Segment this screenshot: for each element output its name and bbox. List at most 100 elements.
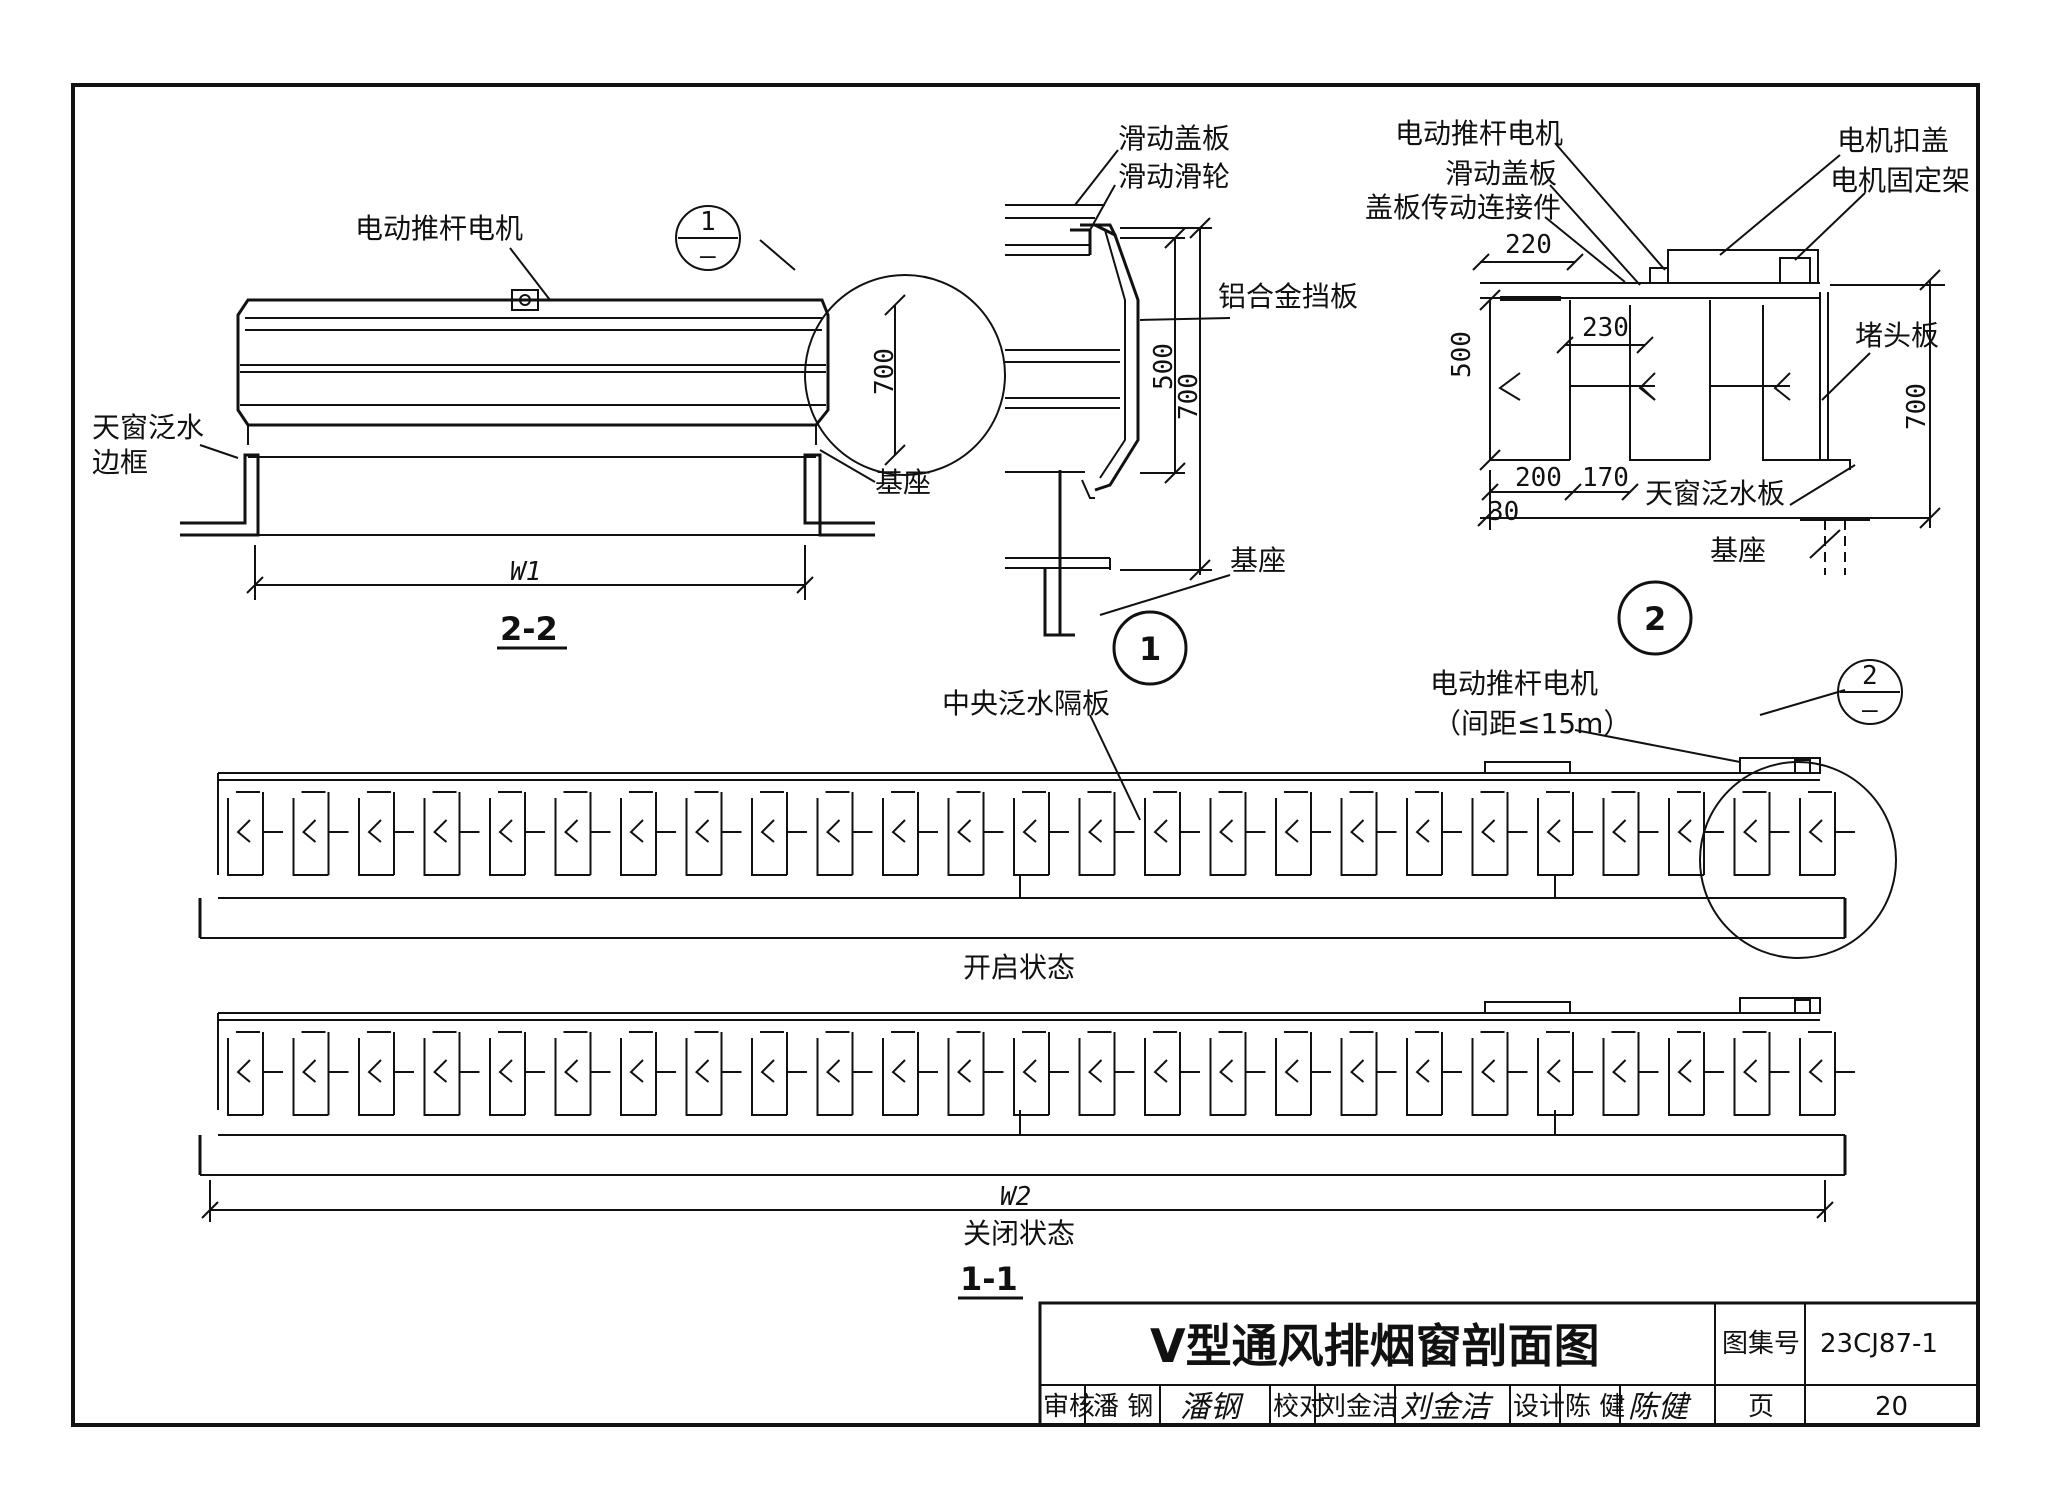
label-central-flashing: 中央泛水隔板 xyxy=(942,687,1110,720)
louver-blade xyxy=(1668,1031,1724,1116)
dim-170: 170 xyxy=(1582,463,1629,493)
label-motor-11: 电动推杆电机 xyxy=(1430,667,1598,700)
louver-blade xyxy=(816,1031,873,1116)
dim-500-1: 500 xyxy=(1149,343,1179,390)
designer-name: 陈 健 xyxy=(1565,1392,1625,1422)
callout-1-number: 1 xyxy=(700,207,716,237)
dim-200: 200 xyxy=(1515,463,1562,493)
louver-blade xyxy=(1799,1031,1855,1116)
louver-blade xyxy=(1733,1031,1790,1116)
dim-500-2: 500 xyxy=(1447,331,1477,378)
callout-2-number: 2 xyxy=(1862,661,1878,691)
page-number: 20 xyxy=(1875,1392,1908,1422)
label-base-1: 基座 xyxy=(1230,544,1286,577)
louver-blade xyxy=(1406,791,1462,876)
blade-row-open xyxy=(227,791,1855,876)
detail-2 xyxy=(1472,142,1945,575)
louver-blade xyxy=(1537,1031,1593,1116)
louver-blade xyxy=(751,791,807,876)
label-slide-pulley: 滑动滑轮 xyxy=(1118,160,1230,193)
section-1-1 xyxy=(198,689,1897,1300)
louver-blade xyxy=(423,1031,480,1116)
label-base-22: 基座 xyxy=(875,466,931,499)
section-2-2 xyxy=(180,239,1006,650)
callout-2-sheet: – xyxy=(1862,695,1878,725)
louver-blade xyxy=(816,791,873,876)
louver-blade xyxy=(1013,791,1069,876)
checker-signature: 刘金洁 xyxy=(1400,1390,1494,1425)
detail-1-marker xyxy=(1112,610,1188,686)
louver-blade xyxy=(751,1031,807,1116)
louver-blade xyxy=(1209,791,1266,876)
louver-blade xyxy=(1275,791,1331,876)
detail-2-number: 2 xyxy=(1644,600,1666,638)
check-label: 校对 xyxy=(1273,1392,1325,1422)
dim-700-22: 700 xyxy=(870,348,900,395)
label-flashing-frame-2: 边框 xyxy=(92,446,148,479)
title-1-1: 1-1 xyxy=(960,1260,1018,1298)
title-2-2: 2-2 xyxy=(500,610,558,648)
louver-blade xyxy=(358,791,414,876)
detail-2-marker xyxy=(1617,580,1693,656)
louver-blade xyxy=(292,1031,349,1116)
dim-700-1: 700 xyxy=(1174,373,1204,420)
dim-220: 220 xyxy=(1505,230,1552,260)
louver-blade xyxy=(1471,791,1528,876)
atlas-label: 图集号 xyxy=(1722,1329,1800,1359)
louver-blade xyxy=(1078,791,1135,876)
louver-blade xyxy=(685,1031,742,1116)
reviewer-signature: 潘钢 xyxy=(1180,1390,1244,1425)
louver-blade xyxy=(554,791,611,876)
louver-blade xyxy=(620,1031,676,1116)
atlas-number: 23CJ87-1 xyxy=(1820,1329,1938,1359)
louver-blade xyxy=(1733,791,1790,876)
page-label: 页 xyxy=(1748,1392,1774,1422)
callout-2-bubble xyxy=(1837,659,1903,725)
dim-w2: W2 xyxy=(1000,1182,1031,1212)
louver-blade xyxy=(1144,1031,1200,1116)
louver-blade xyxy=(882,1031,938,1116)
louver-blade xyxy=(685,791,742,876)
label-open-state: 开启状态 xyxy=(963,951,1075,984)
louver-blade xyxy=(358,1031,414,1116)
louver-blade xyxy=(1340,1031,1397,1116)
blade-row-closed xyxy=(227,1031,1855,1116)
louver-blade xyxy=(1602,791,1659,876)
louver-blade xyxy=(423,791,480,876)
designer-signature: 陈健 xyxy=(1628,1390,1692,1425)
louver-blade xyxy=(292,791,349,876)
louver-blade xyxy=(489,1031,545,1116)
label-motor-bracket: 电机固定架 xyxy=(1830,164,1970,197)
louver-blade xyxy=(227,1031,283,1116)
louver-blade xyxy=(620,791,676,876)
louver-blade xyxy=(227,791,283,876)
louver-blade xyxy=(1471,1031,1528,1116)
louver-blade xyxy=(1406,1031,1462,1116)
louver-blade xyxy=(1340,791,1397,876)
sheet-border xyxy=(71,83,1980,1427)
louver-blade xyxy=(947,1031,1004,1116)
louver-blade xyxy=(1668,791,1724,876)
label-motor-22: 电动推杆电机 xyxy=(355,212,523,245)
label-motor-cap: 电机扣盖 xyxy=(1837,124,1949,157)
louver-blade xyxy=(1275,1031,1331,1116)
detail-1 xyxy=(1005,149,1231,637)
label-flashing-plate: 天窗泛水板 xyxy=(1645,477,1785,510)
label-base-2: 基座 xyxy=(1710,534,1766,567)
review-label: 审核 xyxy=(1043,1392,1095,1422)
louver-blade xyxy=(947,791,1004,876)
label-slide-cover-1: 滑动盖板 xyxy=(1118,122,1230,155)
louver-blade xyxy=(1078,1031,1135,1116)
dim-w1: W1 xyxy=(510,557,541,587)
louver-blade xyxy=(1537,791,1593,876)
louver-blade xyxy=(1799,791,1855,876)
louver-blade xyxy=(1602,1031,1659,1116)
push-rod-motor xyxy=(511,289,539,311)
checker-name: 刘金洁 xyxy=(1320,1392,1398,1422)
label-end-plate: 堵头板 xyxy=(1855,319,1939,352)
dim-30: 30 xyxy=(1488,497,1519,527)
louver-blade xyxy=(1013,1031,1069,1116)
sheet-title: V型通风排烟窗剖面图 xyxy=(1150,1319,1600,1373)
callout-1-bubble xyxy=(675,205,741,271)
